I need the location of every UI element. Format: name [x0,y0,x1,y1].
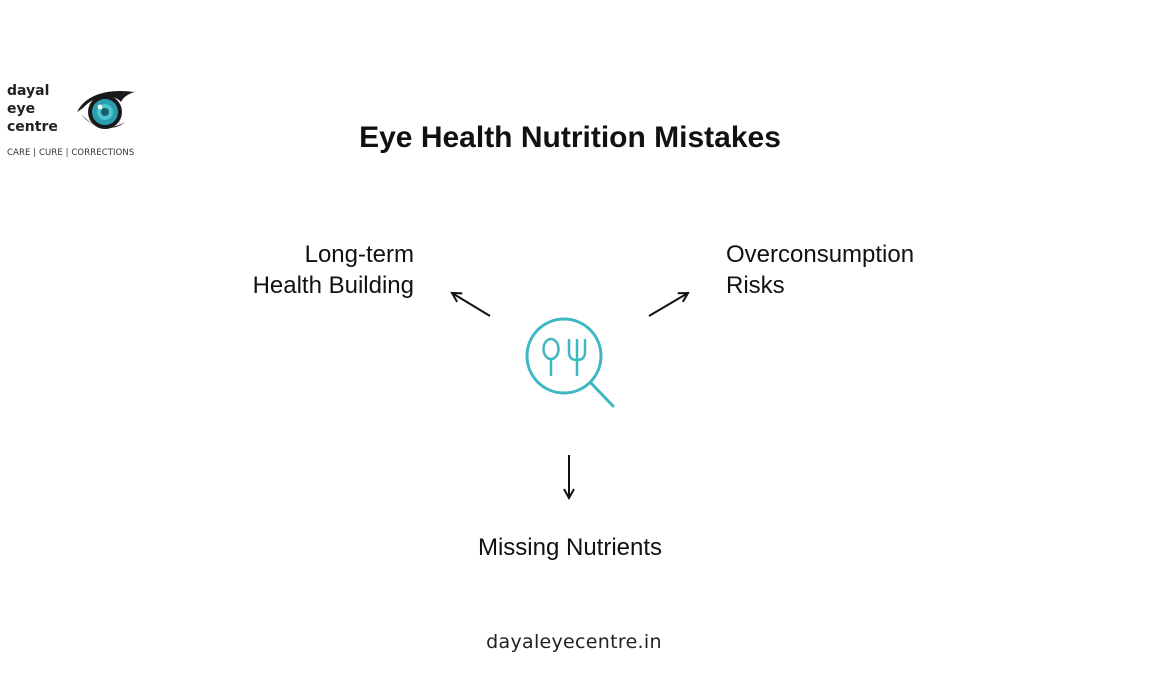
node-missing-nutrients: Missing Nutrients [477,534,663,561]
eye-icon [77,90,135,129]
brand-name-line-3: centre [7,119,58,135]
footer-website: dayaleyecentre.in [486,631,662,653]
node-long-term-health-building: Long-term Health Building [252,241,414,299]
arrow-to-left-node [452,293,491,317]
arrow-to-right-node [648,293,688,317]
brand-name-line-2: eye [7,101,36,117]
magnifier-cutlery-icon [525,317,615,408]
brand-logo: dayal eye centre CARE | CURE | CORRECTIO… [7,82,147,162]
page-title: Eye Health Nutrition Mistakes [359,121,781,154]
brand-tagline: CARE | CURE | CORRECTIONS [7,148,135,158]
node-overconsumption-risks: Overconsumption Risks [726,241,915,299]
brand-name: dayal eye centre [7,82,58,136]
brand-name-line-1: dayal [7,83,50,99]
